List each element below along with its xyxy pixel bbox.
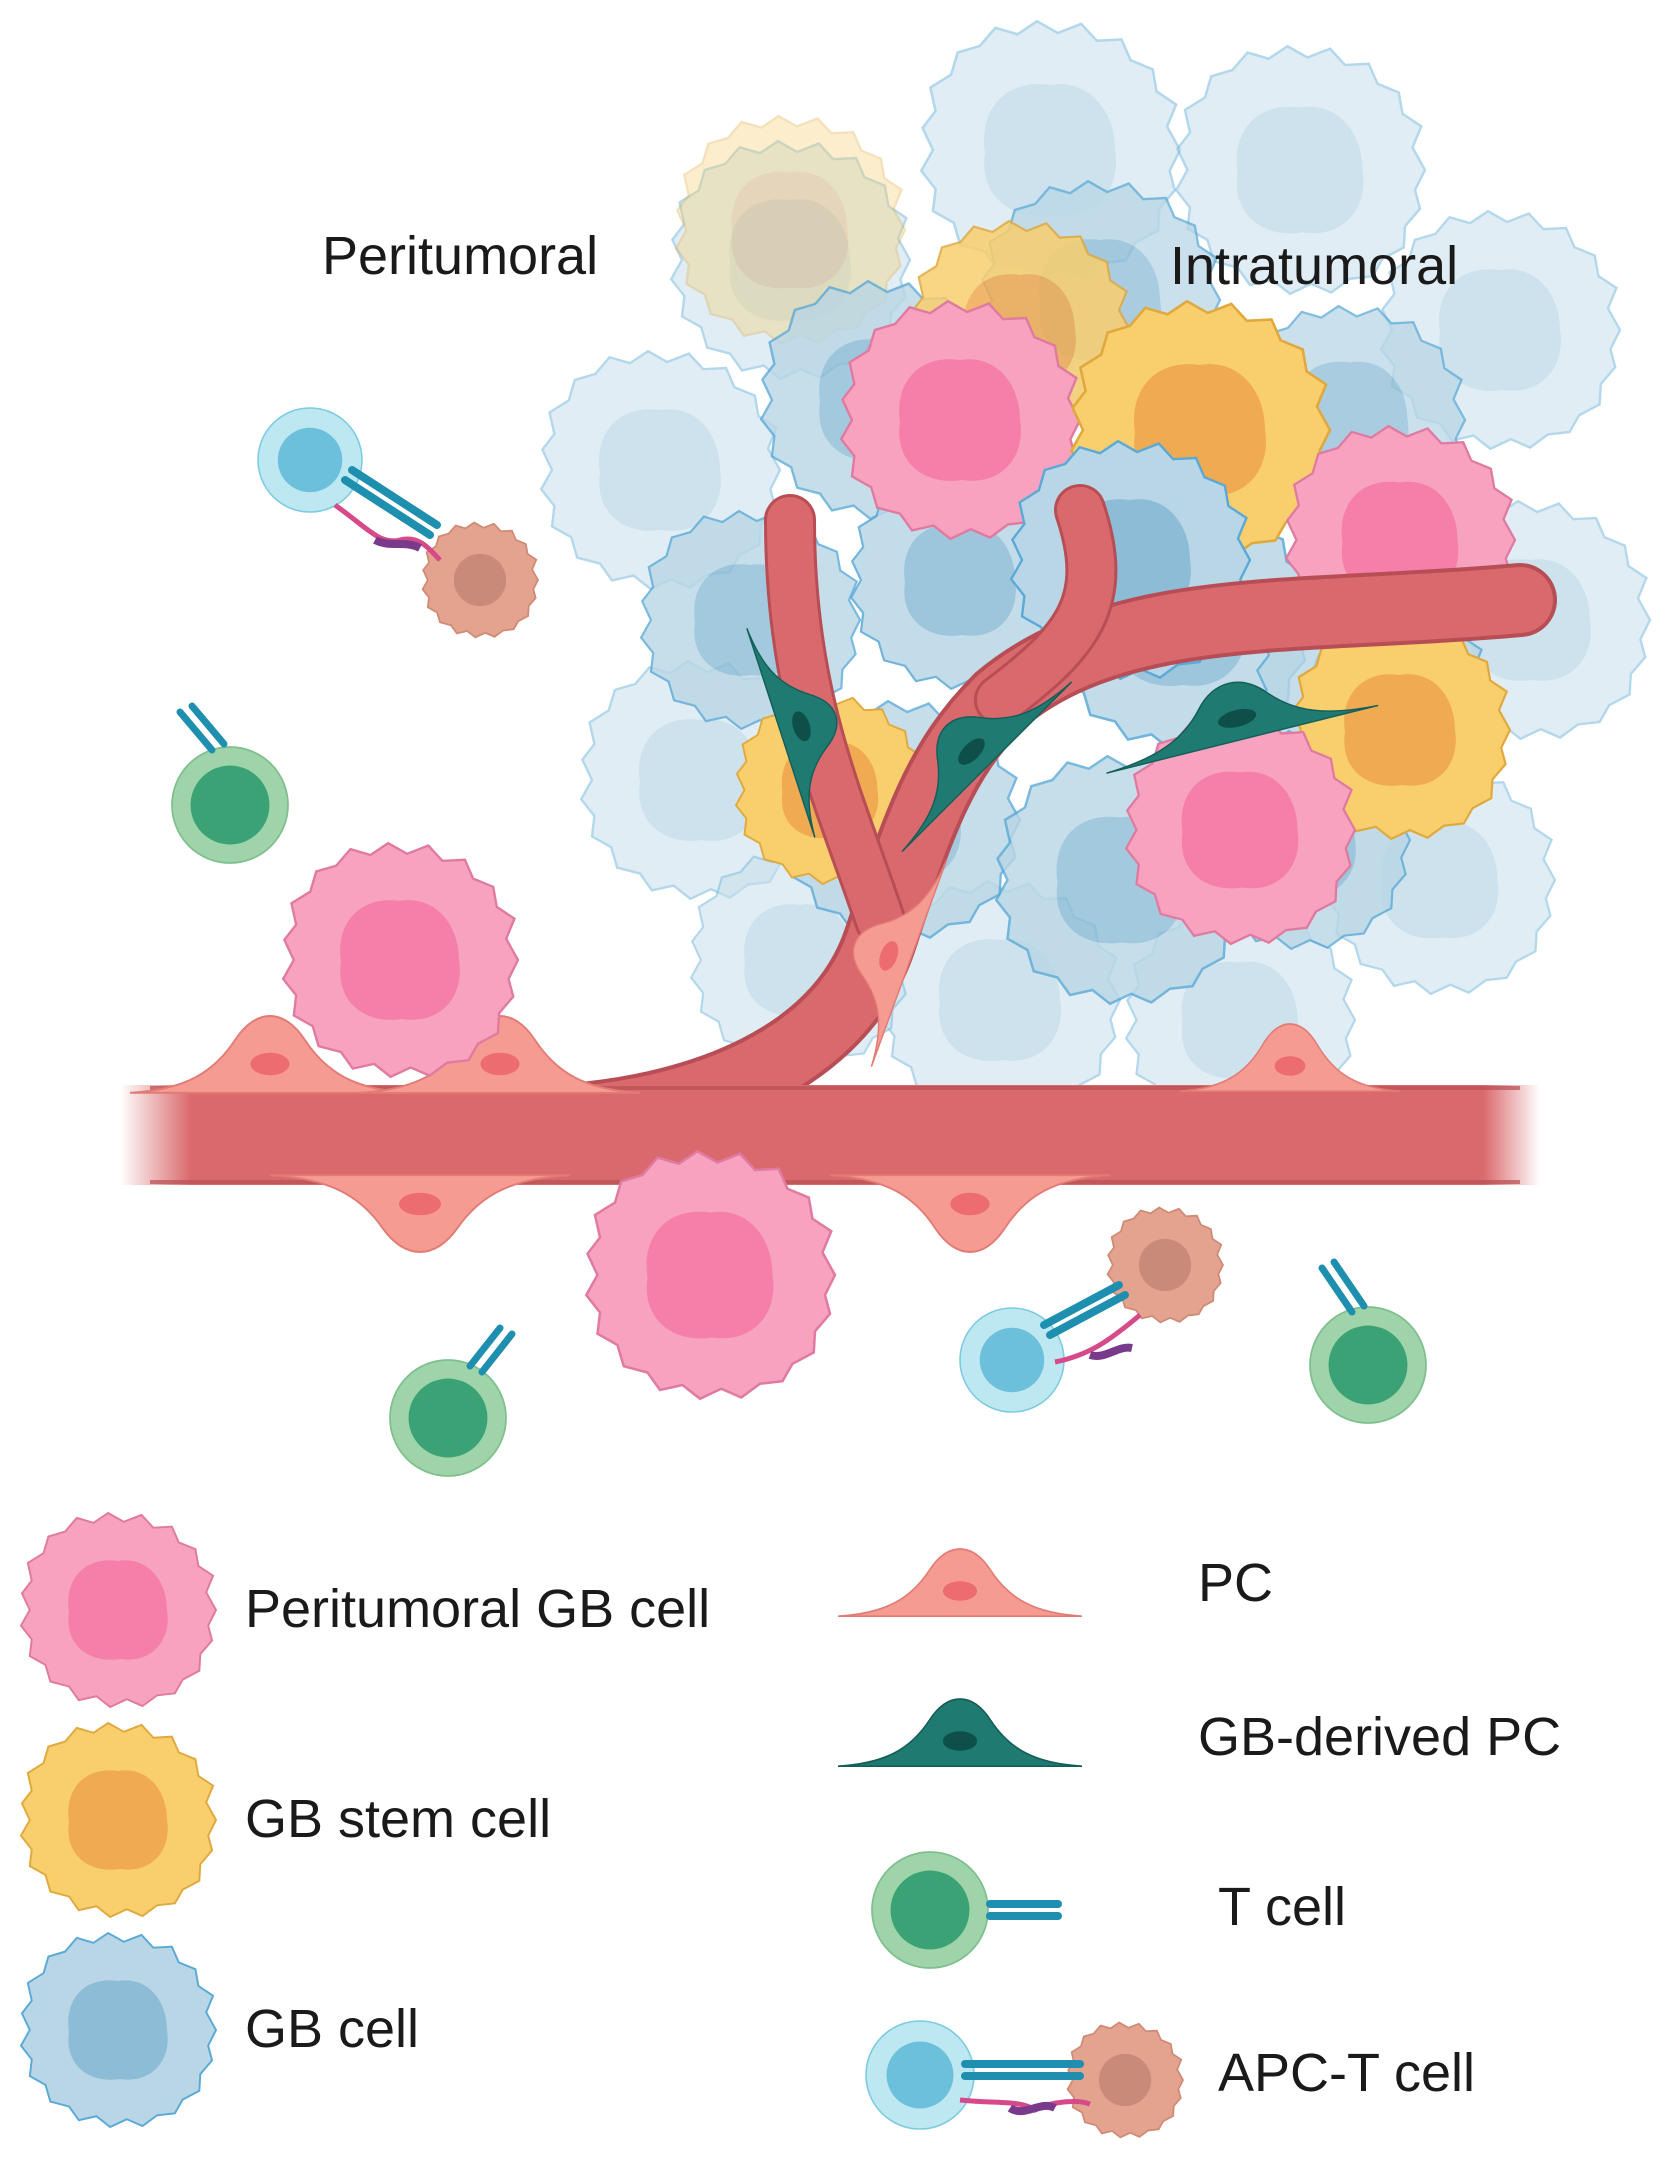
t-cell-bottom-right xyxy=(1310,1258,1426,1423)
legend-icon-gb-stem-cell xyxy=(21,1723,216,1917)
legend-icon-gb-cell xyxy=(21,1933,216,2127)
legend-label-gb-stem-cell: GB stem cell xyxy=(245,1789,552,1849)
legend-icon-peritumoral-gb-cell xyxy=(21,1513,216,1707)
peritumoral-cell-lower xyxy=(586,1151,835,1399)
legend-label-apc-t-cell: APC-T cell xyxy=(1218,2043,1476,2103)
legend-label-peritumoral-gb-cell: Peritumoral GB cell xyxy=(245,1579,711,1639)
legend-label-gb-derived-pc: GB-derived PC xyxy=(1198,1707,1562,1767)
t-cell-bottom-left xyxy=(390,1324,512,1476)
label-intratumoral: Intratumoral xyxy=(1170,236,1459,296)
apc-t-cell-top xyxy=(258,408,538,637)
peritumoral-cell-upper xyxy=(283,843,518,1077)
legend-icon-gb-derived-pc xyxy=(838,1699,1082,1766)
legend-label-t-cell: T cell xyxy=(1218,1877,1347,1937)
legend-icon-t-cell xyxy=(872,1852,1062,1968)
label-peritumoral: Peritumoral xyxy=(322,226,599,286)
t-cell-left xyxy=(172,702,288,863)
legend-icon-pc xyxy=(838,1549,1082,1616)
legend-label-pc: PC xyxy=(1198,1553,1274,1613)
apc-t-cell-bottom xyxy=(960,1208,1223,1412)
legend-label-gb-cell: GB cell xyxy=(245,1999,420,2059)
legend-icon-apc-t-cell xyxy=(866,2021,1183,2137)
